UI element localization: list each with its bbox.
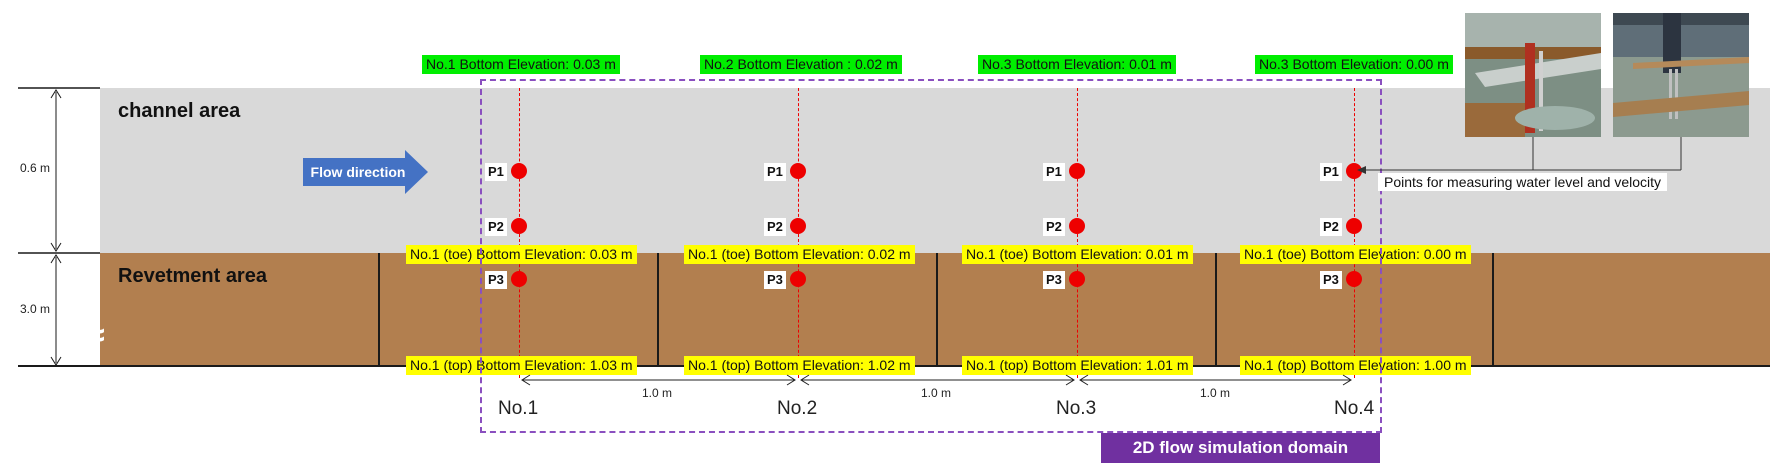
station-label: No.3 xyxy=(1056,398,1097,419)
point-marker xyxy=(1346,271,1362,287)
flow-arrow-icon xyxy=(303,150,428,194)
point-label-p1: P1 xyxy=(764,163,786,181)
top-elevation-label: No.3 Bottom Elevation: 0.00 m xyxy=(1255,55,1453,74)
channel-area-label: channel area xyxy=(118,100,241,122)
revetment-area-label: Revetment area xyxy=(118,265,267,287)
top-bottom-elevation-label: No.1 (top) Bottom Elevation: 1.01 m xyxy=(962,356,1193,375)
top-bottom-elevation-label: No.1 (top) Bottom Elevation: 1.03 m xyxy=(406,356,637,375)
station-label: No.4 xyxy=(1334,398,1375,419)
revetment-height-label: 3.0 m xyxy=(20,302,51,316)
channel-height-label: 0.6 m xyxy=(20,161,51,175)
measurement-photo-1 xyxy=(1465,13,1601,137)
measurement-points-callout: Points for measuring water level and vel… xyxy=(1378,173,1668,191)
top-bottom-elevation-label: No.1 (top) Bottom Elevation: 1.00 m xyxy=(1240,356,1471,375)
toe-elevation-label: No.1 (toe) Bottom Elevation: 0.01 m xyxy=(962,245,1193,264)
top-elevation-label: No.3 Bottom Elevation: 0.01 m xyxy=(978,55,1176,74)
toe-elevation-label: No.1 (toe) Bottom Elevation: 0.00 m xyxy=(1240,245,1471,264)
segment-divider xyxy=(936,253,938,365)
point-marker xyxy=(790,271,806,287)
point-marker xyxy=(511,271,527,287)
point-label-p1: P1 xyxy=(1320,163,1342,181)
point-marker xyxy=(1069,163,1085,179)
point-label-p1: P1 xyxy=(485,163,507,181)
point-marker xyxy=(790,218,806,234)
point-marker xyxy=(511,163,527,179)
height-dimension xyxy=(18,87,100,366)
simulation-domain-label: 2D flow simulation domain xyxy=(1101,433,1380,463)
station-label: No.1 xyxy=(498,398,539,419)
point-label-p3: P3 xyxy=(1320,271,1342,289)
segment-divider xyxy=(1492,253,1494,365)
point-label-p2: P2 xyxy=(485,218,507,236)
break-symbol: ≈ xyxy=(86,316,105,354)
point-marker xyxy=(1346,218,1362,234)
point-label-p2: P2 xyxy=(1320,218,1342,236)
toe-elevation-label: No.1 (toe) Bottom Elevation: 0.02 m xyxy=(684,245,915,264)
point-label-p2: P2 xyxy=(1043,218,1065,236)
flow-direction-label: Flow direction xyxy=(310,164,406,180)
spacing-label: 1.0 m xyxy=(1200,386,1231,400)
point-label-p3: P3 xyxy=(764,271,786,289)
top-elevation-label: No.1 Bottom Elevation: 0.03 m xyxy=(422,55,620,74)
toe-elevation-label: No.1 (toe) Bottom Elevation: 0.03 m xyxy=(406,245,637,264)
segment-divider xyxy=(1215,253,1217,365)
point-label-p2: P2 xyxy=(764,218,786,236)
segment-divider xyxy=(378,253,380,365)
point-label-p3: P3 xyxy=(485,271,507,289)
segment-divider xyxy=(657,253,659,365)
simulation-domain-box xyxy=(480,79,1382,433)
top-elevation-label: No.2 Bottom Elevation : 0.02 m xyxy=(700,55,902,74)
point-marker xyxy=(1069,218,1085,234)
point-marker xyxy=(790,163,806,179)
point-marker xyxy=(1346,163,1362,179)
spacing-label: 1.0 m xyxy=(921,386,952,400)
point-marker xyxy=(511,218,527,234)
point-marker xyxy=(1069,271,1085,287)
top-bottom-elevation-label: No.1 (top) Bottom Elevation: 1.02 m xyxy=(684,356,915,375)
spacing-label: 1.0 m xyxy=(642,386,673,400)
point-label-p1: P1 xyxy=(1043,163,1065,181)
point-label-p3: P3 xyxy=(1043,271,1065,289)
measurement-photo-2 xyxy=(1613,13,1749,137)
station-label: No.2 xyxy=(777,398,818,419)
